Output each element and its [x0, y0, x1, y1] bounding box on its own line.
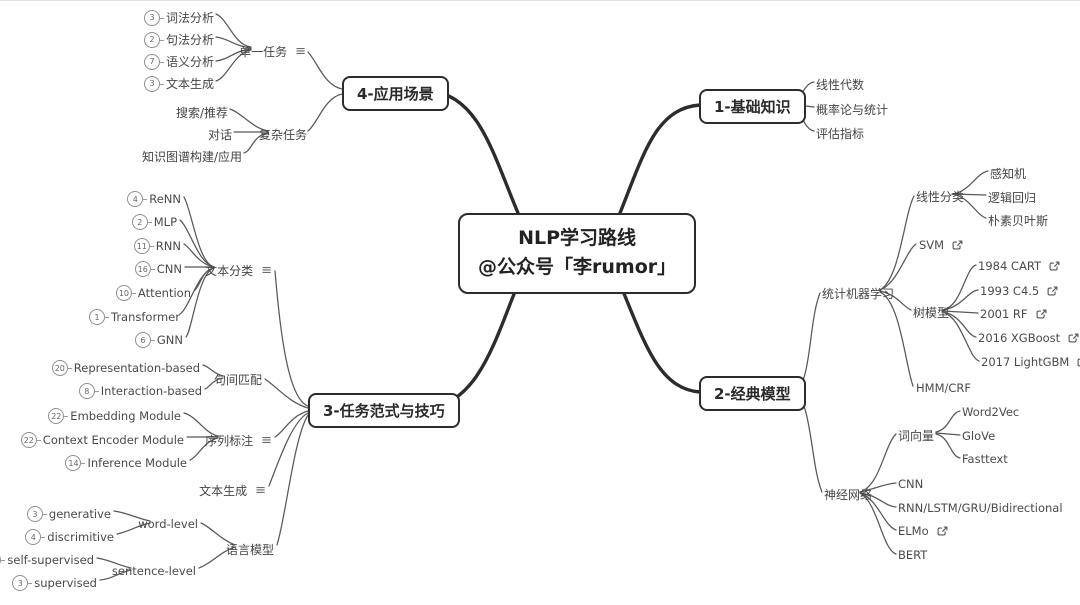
node-discrimitive[interactable]: 4 discrimitive: [25, 529, 114, 545]
node-rnn-lstm-gru[interactable]: RNN/LSTM/GRU/Bidirectional: [898, 501, 1063, 515]
count-badge: 10: [115, 285, 136, 301]
count-badge: 3: [143, 9, 164, 26]
node-word-level[interactable]: word-level: [138, 517, 198, 531]
node-renn[interactable]: 4 ReNN: [127, 191, 181, 207]
notes-icon[interactable]: ≡: [261, 263, 272, 278]
node-dialogue[interactable]: 对话: [207, 128, 232, 142]
node-logistic-regression[interactable]: 逻辑回归: [988, 191, 1037, 205]
node-generative[interactable]: 3 generative: [26, 506, 111, 522]
count-badge: 6: [134, 332, 155, 348]
node-text-classification[interactable]: 文本分类 ≡: [205, 263, 272, 278]
branch-task-paradigms[interactable]: 3-任务范式与技巧: [308, 393, 460, 428]
node-hmm-crf[interactable]: HMM/CRF: [916, 381, 972, 395]
node-inference-module[interactable]: 14 Inference Module: [65, 455, 187, 471]
count-badge: 6: [0, 552, 6, 568]
node-perceptron[interactable]: 感知机: [990, 167, 1027, 181]
node-complex-task[interactable]: 复杂任务: [258, 128, 307, 142]
node-representation-based[interactable]: 20 Representation-based: [51, 360, 200, 376]
node-supervised[interactable]: 3 supervised: [12, 575, 97, 591]
node-c45[interactable]: 1993 C4.5: [980, 284, 1058, 298]
node-transformer[interactable]: 1 Transformer: [88, 309, 180, 325]
count-badge: 4: [127, 191, 148, 207]
count-badge: 14: [65, 455, 86, 471]
node-cart[interactable]: 1984 CART: [978, 259, 1060, 273]
node-attention[interactable]: 10 Attention: [115, 285, 191, 301]
node-sentence-matching[interactable]: 句间匹配: [213, 373, 262, 387]
node-cnn[interactable]: 16 CNN: [134, 261, 182, 277]
node-gnn[interactable]: 6 GNN: [134, 332, 183, 348]
notes-icon[interactable]: ≡: [295, 44, 306, 59]
node-mlp[interactable]: 2 MLP: [131, 214, 177, 230]
node-fasttext[interactable]: Fasttext: [962, 452, 1008, 466]
external-link-icon[interactable]: [937, 526, 948, 537]
branch-classic-models[interactable]: 2-经典模型: [699, 376, 806, 411]
node-search-recommend[interactable]: 搜索/推荐: [175, 106, 228, 120]
count-badge: 3: [26, 506, 47, 522]
node-word2vec[interactable]: Word2Vec: [962, 405, 1020, 419]
node-linear-algebra[interactable]: 线性代数: [816, 78, 865, 92]
node-xgboost[interactable]: 2016 XGBoost: [978, 331, 1079, 345]
count-badge: 16: [134, 261, 155, 277]
node-self-supervised[interactable]: 6 self-supervised: [0, 552, 94, 568]
count-badge: 7: [143, 53, 164, 70]
notes-icon[interactable]: ≡: [255, 483, 266, 498]
node-bert[interactable]: BERT: [898, 548, 928, 562]
count-badge: 2: [143, 31, 164, 48]
node-syntax-analysis[interactable]: 2 句法分析: [143, 31, 214, 48]
node-statistical-ml[interactable]: 统计机器学习: [822, 287, 895, 301]
count-badge: 2: [131, 214, 152, 230]
central-topic[interactable]: NLP学习路线 @公众号「李rumor」: [458, 213, 697, 294]
node-neural-networks[interactable]: 神经网络: [824, 488, 873, 502]
node-random-forest[interactable]: 2001 RF: [980, 307, 1047, 321]
node-tree-models[interactable]: 树模型: [913, 306, 950, 320]
node-glove[interactable]: GloVe: [962, 429, 996, 443]
count-badge: 11: [133, 238, 154, 254]
node-language-model[interactable]: 语言模型: [225, 543, 274, 557]
node-text-generation-scene[interactable]: 3 文本生成: [143, 75, 214, 92]
node-context-encoder-module[interactable]: 22 Context Encoder Module: [20, 432, 184, 448]
node-svm[interactable]: SVM: [919, 238, 963, 252]
node-text-generation-task[interactable]: 文本生成 ≡: [199, 483, 266, 498]
node-sequence-labeling[interactable]: 序列标注 ≡: [205, 433, 272, 448]
central-topic-title: NLP学习路线: [518, 227, 637, 249]
node-embedding-module[interactable]: 22 Embedding Module: [48, 408, 181, 424]
central-topic-subtitle: @公众号「李rumor」: [478, 256, 677, 279]
node-single-task[interactable]: 单一任务 ≡: [239, 44, 306, 59]
count-badge: 3: [12, 575, 33, 591]
external-link-icon[interactable]: [952, 240, 963, 251]
count-badge: 22: [48, 408, 69, 424]
count-badge: 8: [78, 383, 99, 399]
node-evaluation-metrics[interactable]: 评估指标: [816, 127, 865, 141]
count-badge: 4: [25, 529, 46, 545]
node-naive-bayes[interactable]: 朴素贝叶斯: [988, 214, 1049, 228]
node-elmo[interactable]: ELMo: [898, 524, 948, 538]
node-interaction-based[interactable]: 8 Interaction-based: [78, 383, 202, 399]
count-badge: 3: [143, 75, 164, 92]
node-rnn[interactable]: 11 RNN: [133, 238, 181, 254]
node-probability-statistics[interactable]: 概率论与统计: [816, 103, 889, 117]
external-link-icon[interactable]: [1049, 261, 1060, 272]
node-semantic-analysis[interactable]: 7 语义分析: [143, 53, 214, 70]
branch-basics[interactable]: 1-基础知识: [699, 89, 806, 124]
node-cnn-neural[interactable]: CNN: [898, 477, 924, 491]
node-knowledge-graph[interactable]: 知识图谱构建/应用: [141, 150, 242, 164]
node-lexical-analysis[interactable]: 3 词法分析: [143, 9, 214, 26]
node-linear-classification[interactable]: 线性分类: [916, 190, 965, 204]
branch-application-scenes[interactable]: 4-应用场景: [342, 76, 449, 111]
node-lightgbm[interactable]: 2017 LightGBM: [981, 355, 1080, 369]
node-sentence-level[interactable]: sentence-level: [111, 564, 196, 578]
node-word-vectors[interactable]: 词向量: [898, 429, 935, 443]
external-link-icon[interactable]: [1047, 286, 1058, 297]
external-link-icon[interactable]: [1068, 333, 1079, 344]
external-link-icon[interactable]: [1077, 357, 1080, 368]
external-link-icon[interactable]: [1036, 309, 1047, 320]
notes-icon[interactable]: ≡: [261, 433, 272, 448]
count-badge: 20: [51, 360, 72, 376]
count-badge: 1: [88, 309, 109, 325]
count-badge: 22: [20, 432, 41, 448]
